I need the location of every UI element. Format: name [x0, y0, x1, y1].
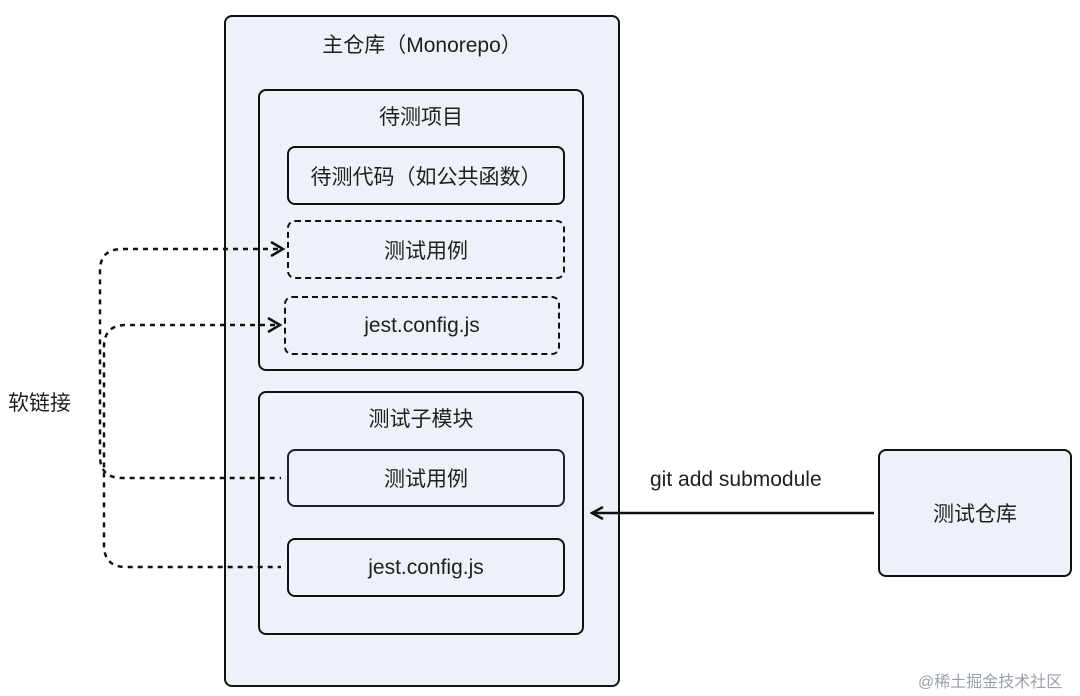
git-add-submodule-label: git add submodule	[650, 468, 822, 491]
code-under-test-label: 待测代码（如公共函数）	[310, 165, 542, 189]
submodule-title: 测试子模块	[368, 408, 474, 431]
project-test-cases-box: 测试用例	[287, 220, 565, 279]
project-test-cases-label: 测试用例	[384, 239, 468, 263]
submodule-test-cases-box: 测试用例	[287, 449, 565, 507]
project-jest-config-box: jest.config.js	[284, 296, 560, 355]
symlink-label: 软链接	[8, 392, 71, 415]
main-repo-title: 主仓库（Monorepo）	[322, 34, 522, 57]
submodule-container: 测试子模块	[258, 391, 584, 635]
test-repo-label: 测试仓库	[933, 503, 1017, 526]
project-jest-config-label: jest.config.js	[364, 313, 480, 337]
submodule-test-cases-label: 测试用例	[384, 468, 468, 491]
code-under-test-box: 待测代码（如公共函数）	[287, 146, 565, 205]
submodule-jest-config-label: jest.config.js	[368, 555, 484, 579]
project-title: 待测项目	[379, 106, 463, 129]
test-repo-box: 测试仓库	[878, 449, 1072, 577]
submodule-jest-config-box: jest.config.js	[287, 538, 565, 597]
watermark: @稀土掘金技术社区	[918, 674, 1063, 691]
